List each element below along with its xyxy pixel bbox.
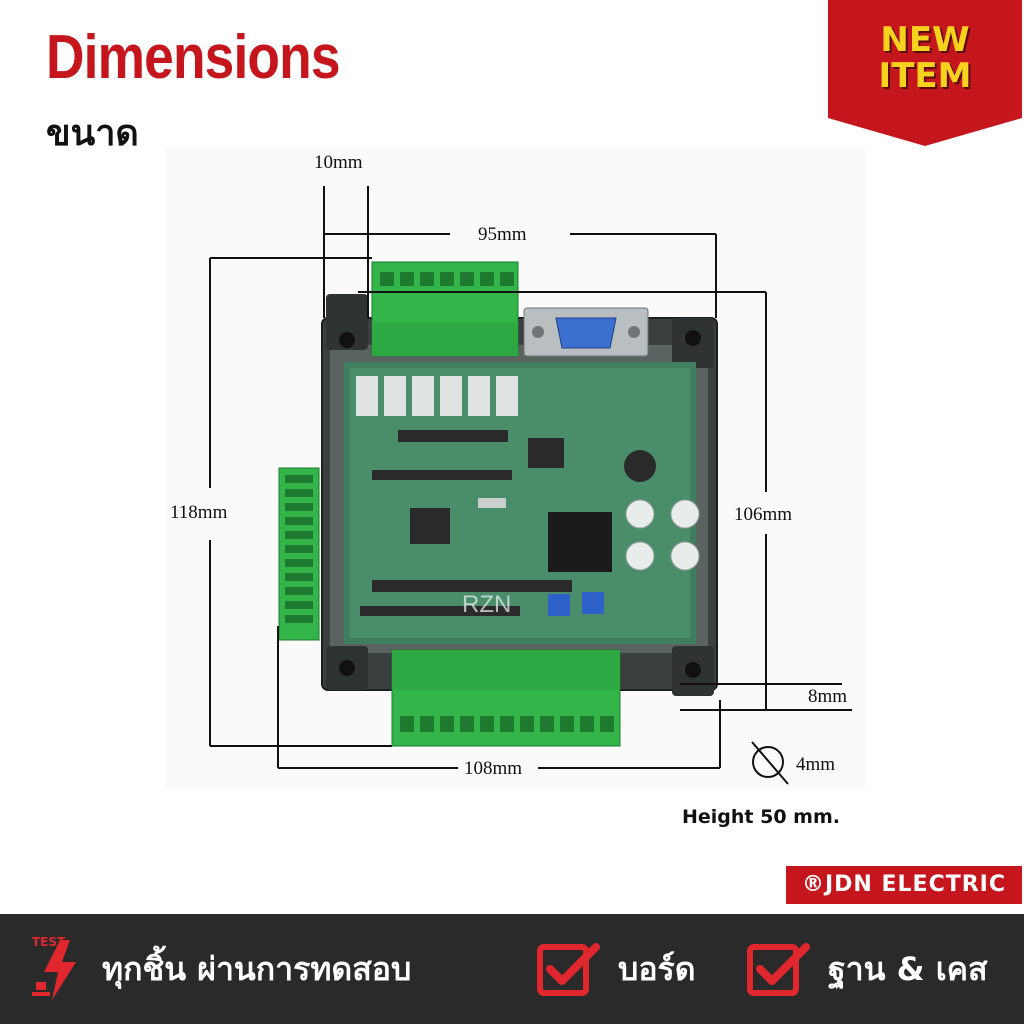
dim-left-height-label: 118mm — [170, 502, 228, 523]
bottom-terminal-block — [391, 649, 621, 747]
height-note: Height 50 mm. — [682, 806, 840, 828]
board-watermark: RZN — [462, 591, 511, 618]
dim-hole-label: 4mm — [796, 754, 835, 775]
dimension-lines — [209, 186, 852, 785]
badge-line-item: ITEM — [878, 56, 972, 96]
footer-board-label: บอร์ด — [618, 949, 696, 988]
dim-top-terminal-label: 10mm — [314, 152, 363, 173]
dim-bottom-width-label: 108mm — [464, 758, 522, 779]
page-subtitle: ขนาด — [46, 113, 139, 154]
dim-right-height-label: 106mm — [734, 504, 792, 525]
footer-item-board: บอร์ด — [536, 914, 696, 1024]
pcb-board — [344, 362, 700, 644]
test-bolt-icon: TEST — [32, 935, 76, 1000]
badge-line-new: NEW — [880, 20, 970, 60]
footer-bar: TEST ทุกชิ้น ผ่านการทดสอบ บอร์ด ฐาน & เค… — [0, 914, 1024, 1024]
footer-item-tested: TEST ทุกชิ้น ผ่านการทดสอบ — [30, 914, 411, 1024]
db9-connector — [523, 307, 649, 357]
dim-bottom-offset-label: 8mm — [808, 686, 847, 707]
brand-logo: ®JDN ELECTRIC — [786, 866, 1022, 904]
page-title: Dimensions — [46, 23, 340, 92]
footer-item-base-case: ฐาน & เคส — [746, 914, 988, 1024]
top-terminal-block — [371, 261, 519, 357]
checkbox-check-icon — [747, 943, 810, 996]
checkbox-check-icon — [537, 943, 600, 996]
left-terminal-block — [278, 467, 320, 641]
dim-top-width-label: 95mm — [478, 224, 527, 245]
footer-base-case-label: ฐาน & เคส — [828, 949, 988, 988]
new-item-badge-text: NEW ITEM — [828, 22, 1022, 94]
footer-tested-label: ทุกชิ้น ผ่านการทดสอบ — [102, 949, 412, 988]
new-item-badge — [828, 0, 1022, 146]
